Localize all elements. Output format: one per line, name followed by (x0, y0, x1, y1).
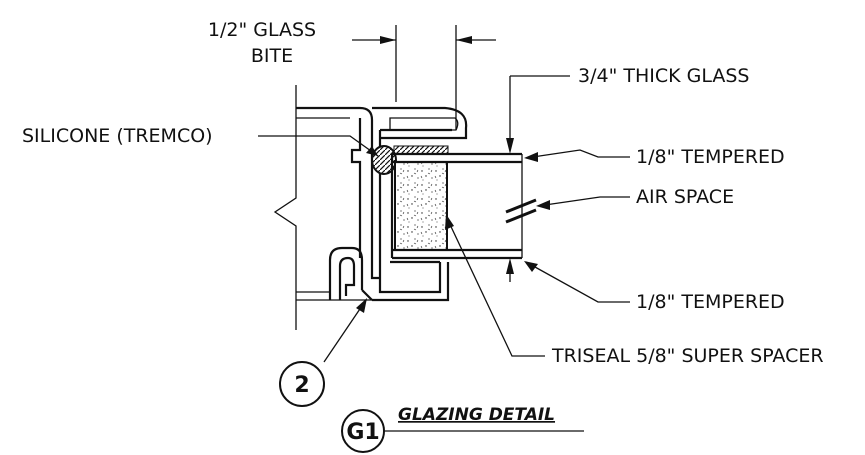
glass-bite-label-line1: 1/2" GLASS (208, 19, 316, 41)
callout-2-arrow (356, 298, 367, 313)
tempered-top-label: 1/8" TEMPERED (636, 146, 785, 168)
thick-glass-label: 3/4" THICK GLASS (578, 65, 749, 87)
sheet-ref: G1 (346, 420, 379, 445)
air-space-arrow (536, 200, 550, 210)
tempered-bottom-arrow (524, 261, 538, 272)
glass-bite-dimension (352, 25, 496, 130)
glass-panes (390, 152, 537, 260)
silicone-leader-arrow (366, 146, 378, 156)
glass-thickness-dimension (506, 75, 570, 282)
silicone-bead (371, 145, 397, 175)
tempered-top-leader (525, 149, 630, 159)
detail-title: GLAZING DETAIL (398, 405, 555, 425)
callout-2-leader (323, 299, 367, 363)
detail-number: 2 (294, 373, 309, 398)
spacer-block (394, 161, 448, 251)
tempered-bottom-label: 1/8" TEMPERED (636, 291, 785, 313)
air-space-leader (537, 196, 630, 207)
spacer-leader (445, 215, 545, 357)
tempered-top-arrow (524, 152, 538, 162)
spacer-arrow (445, 214, 454, 230)
air-space-label: AIR SPACE (636, 186, 734, 208)
silicone-label: SILICONE (TREMCO) (22, 125, 213, 147)
silicone-leader (258, 135, 379, 157)
tempered-bottom-leader (525, 261, 630, 303)
glass-bite-label-line2: BITE (251, 45, 293, 67)
sheet-callout-g1: G1 (341, 409, 584, 453)
spacer-label: TRISEAL 5/8" SUPER SPACER (551, 345, 824, 367)
frame-section (273, 85, 468, 330)
detail-callout-2: 2 (279, 361, 325, 407)
